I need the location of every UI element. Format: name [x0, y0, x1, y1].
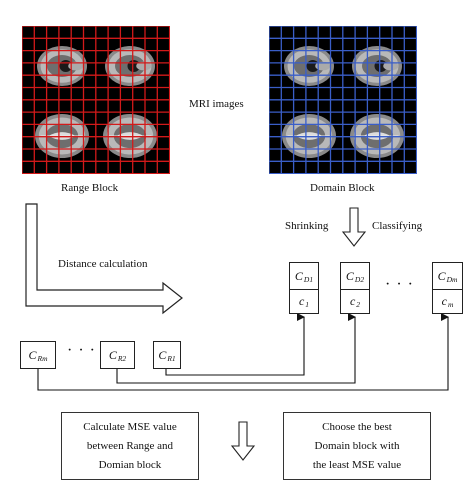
mri-slice-icon — [284, 46, 334, 86]
distance-calculation-label: Distance calculation — [58, 258, 148, 270]
domain-ellipsis: · · · — [385, 276, 414, 293]
domain-block-mri-svg — [269, 26, 417, 174]
classifying-label: Classifying — [372, 220, 423, 232]
mri-slices-range — [35, 46, 157, 158]
shrinking-label: Shrinking — [285, 220, 329, 232]
domain-block-label: Domain Block — [310, 182, 375, 194]
calculate-mse-box: Calculate MSE value between Range and Do… — [61, 412, 199, 480]
domain-grid — [269, 26, 417, 174]
shrinking-classifying-arrow — [341, 207, 367, 247]
link-r2-d2 — [116, 313, 356, 384]
mri-slice-icon — [105, 46, 155, 86]
link-r1-d1 — [165, 313, 305, 376]
link-rm-dm — [37, 313, 449, 391]
domain-block-mri-image — [269, 26, 417, 174]
range-block-mri-image — [22, 26, 170, 174]
range-ellipsis: · · · — [67, 342, 96, 359]
mse-result-arrow — [230, 421, 256, 461]
choose-best-domain-box: Choose the best Domain block with the le… — [283, 412, 431, 480]
range-grid — [22, 26, 170, 174]
mri-slice-icon — [37, 46, 87, 86]
range-block-mri-svg — [22, 26, 170, 174]
distance-calculation-arrow — [25, 203, 183, 315]
mri-images-label: MRI images — [189, 98, 244, 110]
mri-slice-icon — [352, 46, 402, 86]
range-block-label: Range Block — [61, 182, 119, 194]
